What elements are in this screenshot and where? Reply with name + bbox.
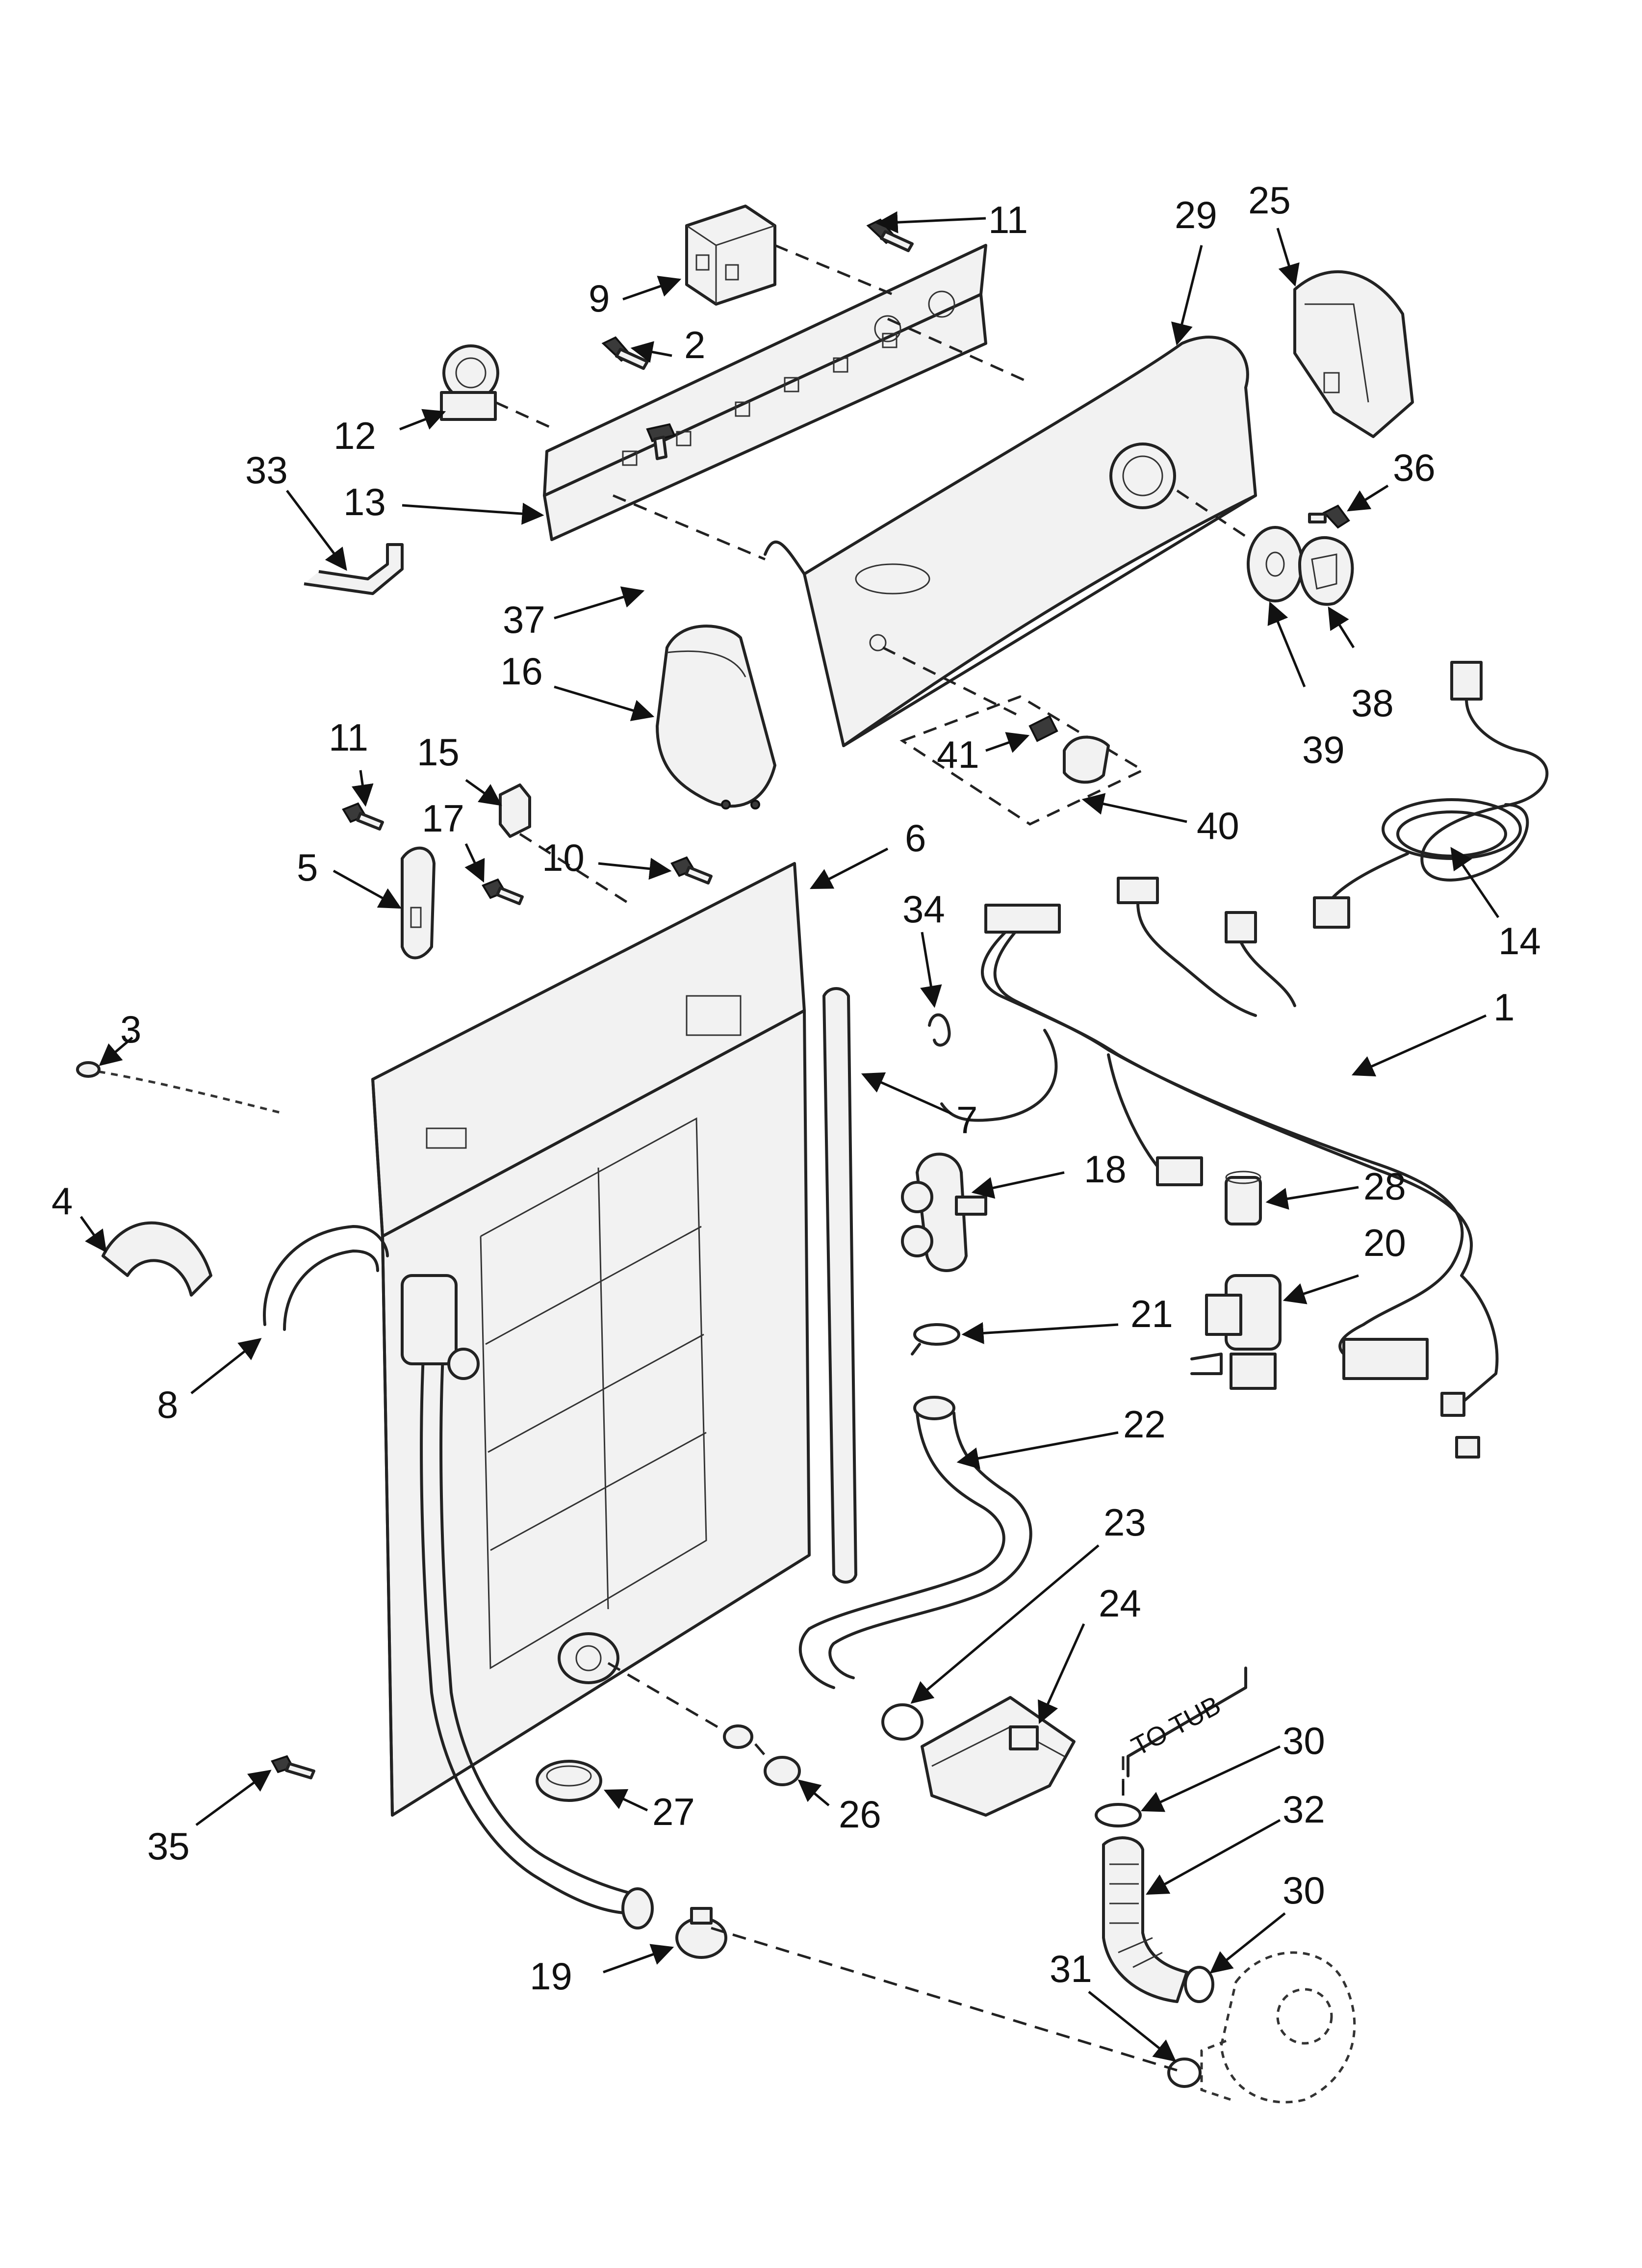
callout-41: 41: [937, 733, 979, 776]
callout-26: 26: [839, 1793, 881, 1836]
bracket-clip: [304, 543, 404, 595]
power-cord: [1313, 661, 1549, 929]
timer-switch: [440, 344, 499, 421]
callout-23: 23: [1103, 1501, 1146, 1544]
side-channel: [822, 987, 857, 1584]
callout-32: 32: [1283, 1788, 1325, 1831]
capacitor: [1225, 1171, 1262, 1225]
pump-motor: [1190, 1274, 1282, 1390]
wire-harness: [940, 877, 1499, 1459]
drain-hose: [1102, 1836, 1188, 2003]
screw: [1308, 504, 1350, 529]
callout-labels: 11 9 2 12 13 33 29 25 36 37 16 38 39 41 …: [51, 179, 1541, 1998]
callout-29: 29: [1175, 193, 1217, 236]
screw: [866, 218, 914, 252]
console-panel: [764, 336, 1257, 747]
hose-clamp: [881, 1703, 924, 1741]
fill-hose: [798, 1396, 1032, 1689]
drain-plug: [723, 1724, 801, 1786]
strap: [401, 846, 436, 960]
callout-19: 19: [530, 1955, 572, 1998]
callout-18: 18: [1084, 1147, 1127, 1191]
callout-30-bottom: 30: [1283, 1869, 1325, 1912]
knob: [1298, 536, 1354, 606]
callout-4: 4: [51, 1179, 73, 1223]
callout-3: 3: [120, 1008, 141, 1051]
callout-10: 10: [542, 836, 585, 879]
to-tub-bracket: [1127, 1667, 1247, 1777]
screw: [646, 423, 676, 460]
callout-15: 15: [417, 730, 460, 774]
hose-clamp: [536, 1760, 602, 1802]
callout-39: 39: [1302, 728, 1345, 771]
callout-24: 24: [1099, 1582, 1141, 1625]
callout-33: 33: [245, 448, 288, 492]
water-valve: [901, 1152, 987, 1272]
callout-21: 21: [1130, 1292, 1173, 1335]
screw: [271, 1755, 315, 1779]
hose-clamp: [1167, 2058, 1202, 2088]
callout-11-top: 11: [988, 198, 1028, 241]
screw: [601, 336, 649, 370]
screw: [670, 856, 713, 885]
callout-6: 6: [905, 816, 926, 860]
callout-35: 35: [147, 1825, 190, 1868]
callout-34: 34: [902, 887, 945, 931]
callout-40: 40: [1197, 804, 1239, 847]
hose-clip: [928, 1013, 951, 1047]
callout-16: 16: [500, 650, 543, 693]
callout-22: 22: [1123, 1403, 1166, 1446]
control-bracket: [543, 244, 987, 541]
drain-hose-long: [401, 1274, 654, 1929]
callout-1: 1: [1493, 986, 1514, 1029]
callout-31: 31: [1050, 1947, 1092, 1990]
callout-20: 20: [1363, 1221, 1406, 1264]
callout-17: 17: [422, 797, 464, 840]
knob-assembly-box: [899, 695, 1146, 826]
callout-9: 9: [589, 277, 610, 320]
callout-2: 2: [684, 323, 705, 366]
callout-13: 13: [343, 480, 386, 523]
hose-clamp: [1095, 1803, 1142, 1827]
callout-36: 36: [1393, 446, 1436, 489]
callout-38: 38: [1351, 681, 1394, 725]
end-cap-left: [656, 625, 776, 809]
callout-25: 25: [1248, 179, 1291, 222]
callout-8: 8: [157, 1383, 178, 1426]
leader-lines: [79, 211, 1500, 2062]
hose-clamp: [911, 1323, 960, 1356]
end-cap: [1293, 270, 1414, 438]
control-module: [685, 205, 776, 306]
siphon-break: [921, 1696, 1076, 1817]
pump-ghost: [1200, 1951, 1356, 2104]
callout-27: 27: [652, 1790, 695, 1833]
callout-28: 28: [1363, 1165, 1406, 1208]
callout-12: 12: [334, 414, 376, 457]
cabinet-rear-panel: [371, 862, 811, 1817]
callout-11-left: 11: [329, 716, 368, 759]
collar: [102, 1221, 212, 1297]
callout-30-top: 30: [1283, 1719, 1325, 1762]
knob-dial: [1247, 526, 1304, 602]
callout-14: 14: [1498, 919, 1541, 963]
bead-chain: [76, 1061, 285, 1115]
screw: [342, 802, 384, 831]
screw: [482, 878, 524, 905]
hose-clamp: [1184, 1966, 1214, 2003]
hose-clamp: [675, 1907, 727, 1959]
to-tub-note: TO TUB: [1127, 1691, 1225, 1762]
callout-37: 37: [503, 598, 545, 641]
inlet-hose: [263, 1225, 389, 1331]
callout-7: 7: [956, 1098, 977, 1142]
callout-5: 5: [297, 846, 318, 889]
bracket-fastener: [499, 783, 531, 838]
